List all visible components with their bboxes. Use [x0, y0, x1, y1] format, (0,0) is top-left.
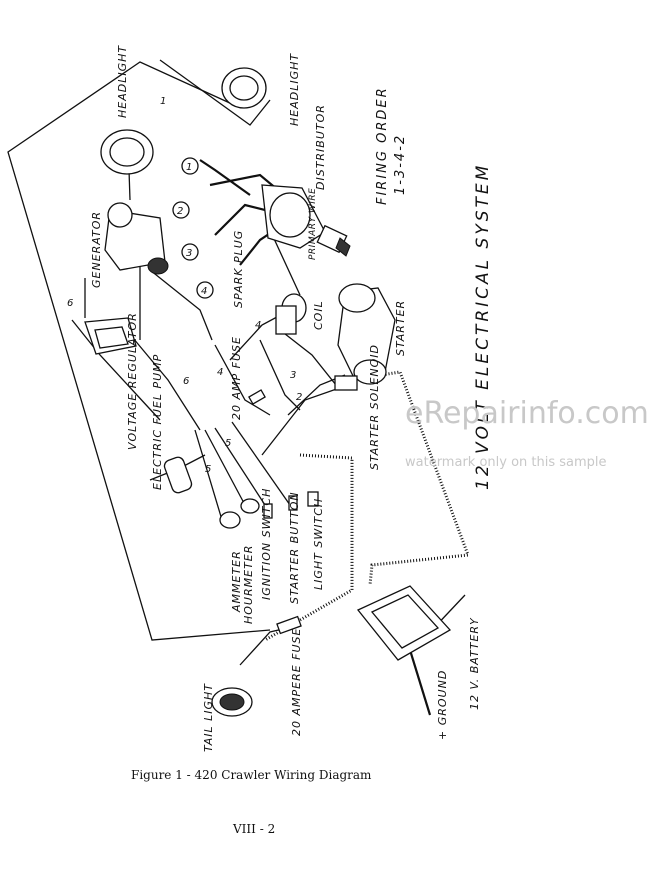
- watermark-brand: eRepairinfo.com: [405, 396, 649, 431]
- watermark: eRepairinfo.com watermark only on this s…: [405, 396, 649, 470]
- fuse-20-amp: [248, 389, 266, 405]
- ignition-switch-label: IGNITION SWITCH: [260, 488, 273, 600]
- light-switch-label: LIGHT SWITCH: [312, 498, 325, 590]
- page-number: VIII - 2: [233, 822, 276, 836]
- hourmeter-label: HOURMETER: [242, 545, 255, 624]
- component-labels: HEADLIGHT HEADLIGHT DISTRIBUTOR GENERATO…: [90, 45, 493, 752]
- wire-number: 6: [183, 376, 189, 387]
- ammeter-label: AMMETER: [230, 550, 243, 613]
- wire-number: 4: [255, 320, 261, 331]
- generator-label: GENERATOR: [90, 211, 103, 288]
- plug-numbers: 1 2 3 4: [177, 162, 207, 297]
- dashboard-instruments: [219, 491, 319, 529]
- coil-label: COIL: [312, 300, 325, 330]
- starter-solenoid: [334, 375, 358, 391]
- headlight-label: HEADLIGHT: [288, 53, 301, 126]
- headlight-left: [100, 129, 154, 175]
- headlight-label: HEADLIGHT: [116, 45, 129, 118]
- battery-label: 12 V. BATTERY: [468, 617, 481, 710]
- coil: [275, 293, 307, 335]
- watermark-note: watermark only on this sample: [405, 455, 607, 470]
- fuse-20-ampere: [276, 615, 302, 635]
- starter-solenoid-label: STARTER SOLENOID: [368, 344, 381, 470]
- wire-numbers: 1 3 2 4 4 5 5 6 6: [67, 96, 302, 475]
- primary-wire-label: PRIMARY WIRE: [308, 188, 318, 260]
- battery: [356, 585, 452, 661]
- voltage-regulator-label: VOLTAGE REGULATOR: [126, 312, 139, 450]
- wire-number: 5: [225, 438, 231, 449]
- amp-fuse-label: 20 AMP FUSE: [230, 336, 243, 420]
- generator: [104, 202, 169, 275]
- spark-plug-label: SPARK PLUG: [232, 230, 245, 308]
- distributor-label: DISTRIBUTOR: [314, 104, 327, 190]
- voltage-regulator: [84, 317, 137, 355]
- starter-label: STARTER: [394, 300, 407, 356]
- ampere-fuse-label: 20 AMPERE FUSE: [290, 628, 303, 737]
- fuel-pump-label: ELECTRIC FUEL PUMP: [151, 354, 164, 490]
- plug-number: 3: [186, 248, 192, 259]
- plug-number: 1: [186, 162, 192, 173]
- starter-button-label: STARTER BUTTON: [288, 491, 301, 604]
- headlight-right: [221, 67, 267, 109]
- electric-fuel-pump: [163, 456, 193, 494]
- tail-light-label: TAIL LIGHT: [202, 683, 215, 752]
- spark-plug-markers: [172, 157, 214, 299]
- distributor: [261, 184, 351, 257]
- wire-number: 2: [296, 392, 302, 403]
- wire-number: 5: [205, 464, 211, 475]
- plug-number: 2: [177, 206, 183, 217]
- wire-number: 1: [160, 96, 166, 107]
- ground-label: + GROUND: [436, 670, 449, 740]
- firing-order-label: FIRING ORDER: [375, 86, 390, 205]
- firing-order-sequence: 1-3-4-2: [393, 134, 408, 195]
- wire-number: 3: [290, 370, 296, 381]
- figure-caption: Figure 1 - 420 Crawler Wiring Diagram: [131, 768, 372, 782]
- tail-light: [211, 687, 253, 717]
- starter: [337, 283, 396, 385]
- wire-number: 6: [67, 298, 73, 309]
- diagram-title: 12 VOLT ELECTRICAL SYSTEM: [473, 163, 493, 490]
- wire-number: 4: [217, 367, 223, 378]
- plug-number: 4: [201, 286, 207, 297]
